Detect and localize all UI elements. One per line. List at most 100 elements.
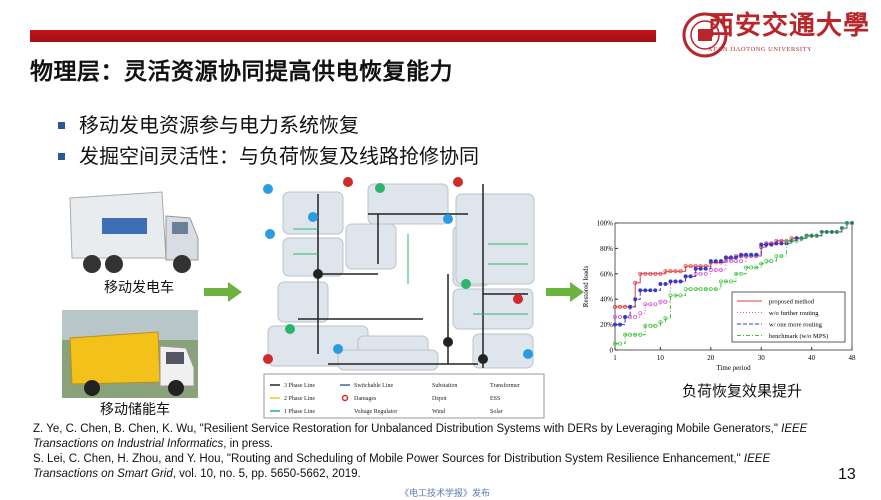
data-point [668,279,673,284]
header-bar [30,30,656,42]
data-point [673,269,678,274]
data-point [829,229,834,234]
data-point [638,271,643,276]
data-point [643,271,648,276]
data-point [850,221,854,225]
data-point [703,287,708,291]
data-point [653,288,658,293]
data-point [774,241,779,246]
legend-label: Depot [432,396,447,402]
data-point [683,274,688,279]
data-point [658,282,663,286]
legend-label: w/o further routing [769,310,819,317]
data-point [845,221,849,225]
data-point [759,261,764,266]
distribution-network-diagram: 3 Phase Line 2 Phase Line 1 Phase Line S… [263,177,545,419]
data-point [703,271,708,276]
bullet-icon [58,152,65,160]
data-point [749,252,754,257]
data-point [653,323,658,328]
data-point [648,302,653,307]
data-point [819,229,824,234]
y-tick-label: 80% [600,245,613,253]
legend-label: Damages [354,396,377,402]
data-point [678,293,683,298]
data-point [633,280,638,285]
data-point [744,265,749,270]
data-point [678,279,683,284]
data-point [799,236,804,241]
data-point [729,279,733,284]
data-point [834,229,839,234]
arrow-right-icon [546,282,584,302]
data-point [774,254,779,258]
x-tick-label: 40 [808,354,816,362]
data-point [708,287,713,291]
bullet-text: 移动发电资源参与电力系统恢复 [79,113,359,137]
reference-text: Z. Ye, C. Chen, B. Chen, K. Wu, "Resilie… [33,423,782,435]
data-point [673,279,678,284]
data-point [769,259,774,264]
reference-tail: , in press. [223,438,274,450]
data-point [794,238,799,243]
data-point [839,226,844,231]
publisher-footer: 《电工技术学报》发布 [400,489,491,499]
y-axis-label: Restored loads [582,266,590,308]
data-point [643,302,648,307]
x-axis-label: Time period [716,364,751,372]
university-logo-text: 西安交通大學 [708,11,871,41]
legend-label: proposed method [769,299,815,306]
data-point [618,304,622,309]
bullet-text: 发掘空间灵活性：与负荷恢复及线路抢修协同 [79,144,479,168]
y-tick-label: 40% [600,296,613,304]
reference-text: S. Lei, C. Chen, H. Zhou, and Y. Hou, "R… [33,453,744,465]
data-point [688,274,693,279]
data-point [668,293,673,298]
data-point [683,264,688,269]
data-point [628,332,633,337]
data-point [739,271,744,276]
mobile-storage-photo [62,310,198,398]
data-point [663,269,668,274]
reference-journal: IEEE Transactions on Smart Grid [33,453,771,480]
legend-label: benchmark (w/o MPS) [769,333,828,340]
bullet-item: 移动发电资源参与电力系统恢复 [58,113,359,137]
reference-journal: IEEE Transactions on Industrial Informat… [33,423,808,450]
bullet-item: 发掘空间灵活性：与负荷恢复及线路抢修协同 [58,144,479,168]
data-point [718,259,723,264]
data-point [683,287,688,291]
data-point [663,282,668,286]
x-tick-label: 48 [849,354,857,362]
data-point [623,332,628,337]
data-point [663,299,668,304]
legend-label: Solar [490,409,503,415]
reference-item: S. Lei, C. Chen, H. Zhou, and Y. Hou, "R… [33,452,823,482]
bullet-icon [58,121,65,129]
data-point [734,255,738,260]
legend-label: Substation [432,383,457,389]
data-point [618,315,622,319]
data-point [653,302,658,307]
data-point [759,242,764,247]
data-point [739,259,744,264]
data-point [658,271,663,276]
data-point [749,265,754,270]
legend-label: 3 Phase Line [284,383,315,389]
data-point [618,341,622,346]
data-point [623,304,628,309]
legend-label: Switchable Line [354,383,393,389]
data-point [648,271,653,276]
y-tick-label: 20% [600,321,613,329]
data-point [723,279,728,284]
data-point [754,252,759,257]
data-point [633,297,638,302]
data-point [638,288,643,293]
legend-label: Transformer [490,382,520,389]
diagram-legend: 3 Phase Line 2 Phase Line 1 Phase Line S… [284,382,520,415]
legend-box [731,291,846,343]
data-point [693,266,698,271]
data-point [678,269,683,274]
chart-caption: 负荷恢复效果提升 [682,382,803,400]
data-point [718,268,723,272]
y-tick-label: 60% [600,270,613,278]
